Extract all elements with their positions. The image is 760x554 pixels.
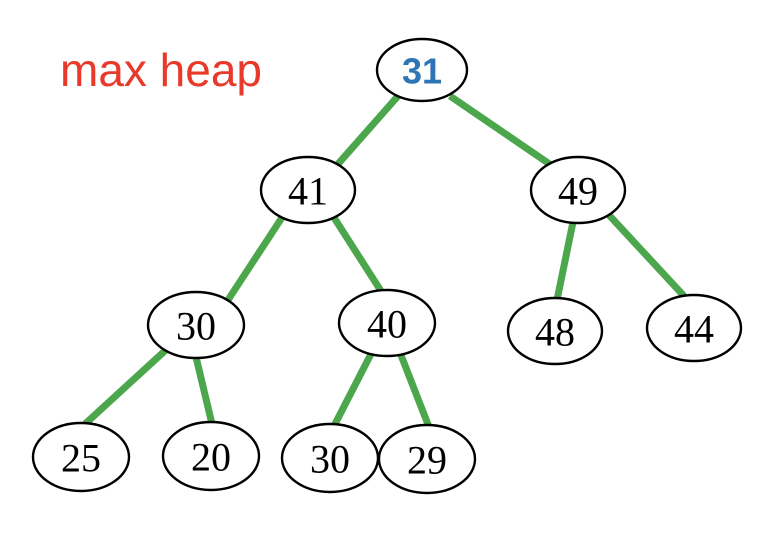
diagram-caption: max heap xyxy=(60,44,262,96)
tree-node-49-n2[interactable]: 49 xyxy=(529,155,627,225)
tree-edge-n2-n5 xyxy=(553,221,577,301)
tree-node-20-n8[interactable]: 20 xyxy=(161,420,261,492)
node-ellipse-49 xyxy=(529,155,627,225)
tree-edge-n1-n4 xyxy=(330,214,384,293)
node-label-30: 30 xyxy=(176,304,216,349)
tree-edges-group xyxy=(82,93,687,429)
node-label-48: 48 xyxy=(535,310,575,355)
tree-edge-n4-n9 xyxy=(330,350,376,428)
node-label-44: 44 xyxy=(674,307,714,352)
node-label-25: 25 xyxy=(61,436,101,481)
node-label-20: 20 xyxy=(191,435,231,480)
tree-node-31-n0[interactable]: 31 xyxy=(375,37,469,103)
node-label-41: 41 xyxy=(288,169,328,214)
tree-node-30-n9[interactable]: 30 xyxy=(280,422,380,494)
tree-edge-n1-n3 xyxy=(225,214,286,302)
tree-node-40-n4[interactable]: 40 xyxy=(337,288,437,358)
tree-nodes-group: 31 41 49 30 40 48 44 25 20 30 29 xyxy=(31,37,743,495)
tree-edge-n0-n2 xyxy=(448,93,553,168)
tree-node-30-n3[interactable]: 30 xyxy=(146,290,246,360)
node-ellipse-29 xyxy=(377,423,477,495)
tree-edge-n4-n10 xyxy=(395,348,433,429)
node-ellipse-44 xyxy=(645,293,743,363)
node-label-49: 49 xyxy=(558,169,598,214)
tree-edge-n2-n6 xyxy=(605,211,687,299)
tree-edge-n3-n7 xyxy=(82,345,171,427)
tree-edge-n3-n8 xyxy=(192,356,216,425)
node-ellipse-41 xyxy=(259,155,357,225)
tree-node-41-n1[interactable]: 41 xyxy=(259,155,357,225)
node-ellipse-20 xyxy=(161,420,261,492)
tree-node-48-n5[interactable]: 48 xyxy=(506,296,604,366)
node-ellipse-30 xyxy=(146,290,246,360)
tree-node-44-n6[interactable]: 44 xyxy=(645,293,743,363)
tree-node-29-n10[interactable]: 29 xyxy=(377,423,477,495)
node-label-31: 31 xyxy=(402,51,442,92)
node-ellipse-40 xyxy=(337,288,437,358)
node-label-30: 30 xyxy=(310,437,350,482)
tree-node-25-n7[interactable]: 25 xyxy=(31,421,131,493)
node-ellipse-25 xyxy=(31,421,131,493)
node-ellipse-48 xyxy=(506,296,604,366)
node-label-29: 29 xyxy=(407,438,447,483)
node-ellipse-31 xyxy=(375,37,469,103)
tree-edge-n0-n1 xyxy=(335,93,401,167)
node-label-40: 40 xyxy=(367,302,407,347)
